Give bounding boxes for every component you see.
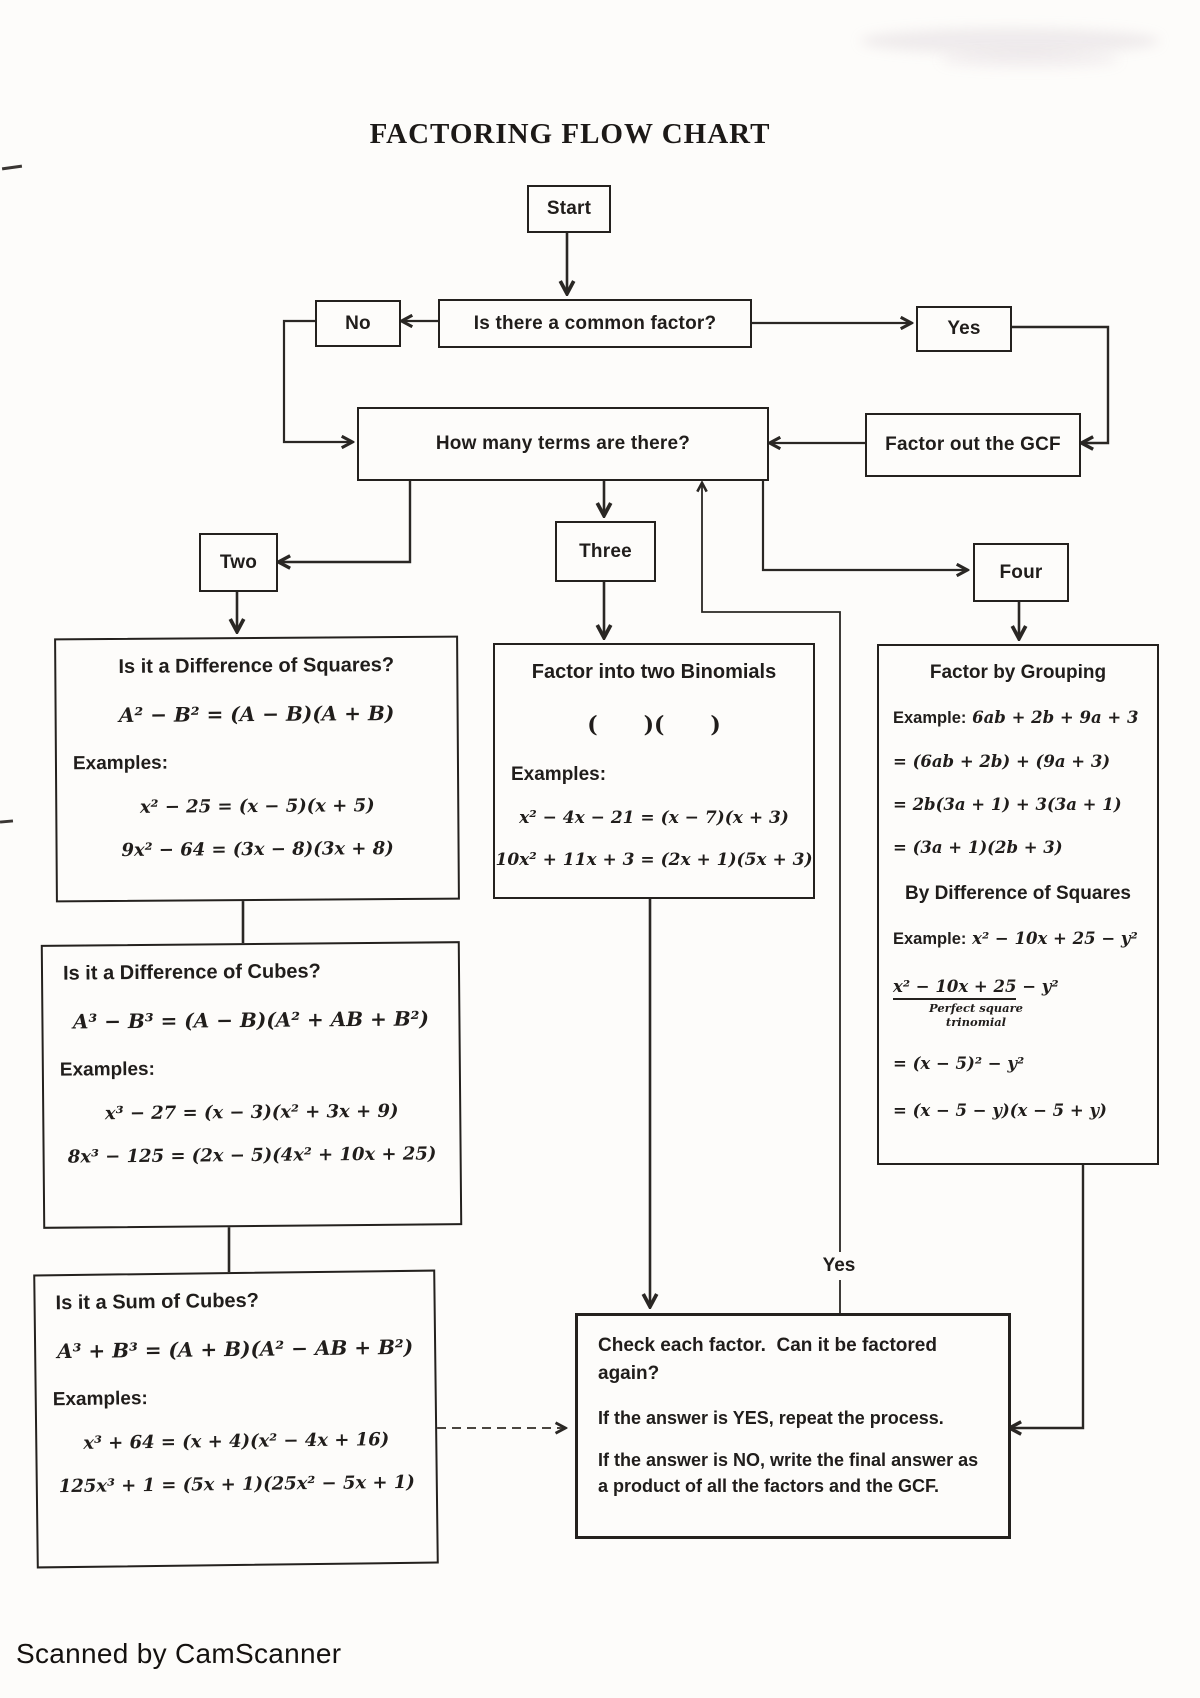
check-question: Check each factor. Can it be factored ag… xyxy=(598,1335,943,1384)
node-four: Four xyxy=(973,543,1069,602)
node-four-label: Four xyxy=(999,561,1043,583)
node-two-label: Two xyxy=(219,551,258,573)
sum-of-cubes-heading: Is it a Sum of Cubes? xyxy=(55,1289,260,1315)
example-line: 10x² + 11x + 3 = (2x + 1)(5x + 3) xyxy=(495,850,813,870)
example-line: 9x² − 64 = (3x − 8)(3x + 8) xyxy=(121,838,394,861)
node-how-many-terms: How many terms are there? xyxy=(357,407,769,481)
example-label: Example: xyxy=(893,930,967,948)
difference-of-cubes-box: Is it a Difference of Cubes? A³ − B³ = (… xyxy=(40,941,463,1229)
arrow-howmany-to-four xyxy=(761,477,966,570)
node-start-label: Start xyxy=(546,198,592,219)
grouping-step: = 2b(3a + 1) + 3(3a + 1) xyxy=(893,795,1122,814)
examples-label: Examples: xyxy=(52,1388,148,1411)
example-line: x³ + 64 = (x + 4)(x² − 4x + 16) xyxy=(83,1429,390,1454)
sum-of-cubes-formula: A³ + B³ = (A + B)(A² − AB + B²) xyxy=(57,1334,414,1364)
perfect-square-trinomial-note: Perfect square trinomial xyxy=(929,1001,1023,1030)
examples-label: Examples: xyxy=(59,1058,155,1081)
perfect-square-part: x² − 10x + 25 xyxy=(893,977,1017,1000)
node-no-label: No xyxy=(345,312,371,334)
example-expression: x² − 10x + 25 − y² xyxy=(972,929,1138,948)
arrow-yes-to-gcf xyxy=(1008,325,1110,443)
node-yes-label: Yes xyxy=(947,318,981,339)
two-binomials-heading: Factor into two Binomials xyxy=(531,661,777,683)
example-label: Example: xyxy=(893,709,967,727)
arrow-howmany-to-two xyxy=(280,477,412,562)
node-start: Start xyxy=(527,185,611,233)
page-title: FACTORING FLOW CHART xyxy=(369,118,771,150)
difference-of-cubes-heading: Is it a Difference of Cubes? xyxy=(62,960,321,985)
grouping-example-line: Example: x² − 10x + 25 − y² xyxy=(879,929,1157,949)
check-yes-instruction: If the answer is YES, repeat the process… xyxy=(598,1408,944,1429)
example-line: 125x³ + 1 = (5x + 1)(25x² − 5x + 1) xyxy=(58,1471,415,1498)
arrow-grouping-to-check xyxy=(1011,1161,1085,1428)
difference-of-squares-box: Is it a Difference of Squares? A² − B² =… xyxy=(54,635,460,903)
example-line: 8x³ − 125 = (2x − 5)(4x² + 10x + 25) xyxy=(67,1143,437,1168)
scan-smudge xyxy=(860,28,1160,54)
rest-part: − y² xyxy=(1016,977,1059,996)
node-three-label: Three xyxy=(579,540,632,562)
difference-of-squares-heading: Is it a Difference of Squares? xyxy=(118,654,395,678)
grouping-step: = (6ab + 2b) + (9a + 3) xyxy=(893,752,1111,771)
node-common-factor-label: Is there a common factor? xyxy=(473,312,717,334)
node-yes: Yes xyxy=(916,306,1012,352)
example-line: x² − 4x − 21 = (x − 7)(x + 3) xyxy=(519,808,789,828)
binomial-pattern: ( )( ) xyxy=(587,712,721,738)
check-each-factor-box: Check each factor. Can it be factored ag… xyxy=(575,1313,1011,1539)
by-difference-of-squares-subheading: By Difference of Squares xyxy=(905,883,1131,904)
grouping-step: = (x − 5 − y)(x − 5 + y) xyxy=(893,1100,1107,1120)
camscanner-footer: Scanned by CamScanner xyxy=(16,1638,342,1669)
node-two: Two xyxy=(199,533,278,592)
node-common-factor-question: Is there a common factor? xyxy=(438,299,752,348)
factor-by-grouping-heading: Factor by Grouping xyxy=(929,662,1107,683)
examples-label: Examples: xyxy=(72,752,169,775)
difference-of-squares-formula: A² − B² = (A − B)(A + B) xyxy=(118,701,395,727)
factor-by-grouping-box: Factor by Grouping Example: 6ab + 2b + 9… xyxy=(877,644,1159,1165)
node-factor-out-gcf-label: Factor out the GCF xyxy=(885,434,1061,455)
grouping-example-line: Example: 6ab + 2b + 9a + 3 xyxy=(879,708,1157,728)
sum-of-cubes-box: Is it a Sum of Cubes? A³ + B³ = (A + B)(… xyxy=(33,1269,439,1569)
node-how-many-terms-label: How many terms are there? xyxy=(435,433,691,454)
grouping-step: = (3a + 1)(2b + 3) xyxy=(893,838,1063,857)
difference-of-cubes-formula: A³ − B³ = (A − B)(A² + AB + B²) xyxy=(72,1006,430,1034)
check-no-instruction: If the answer is NO, write the final ans… xyxy=(598,1450,984,1497)
arrow-no-to-howmany xyxy=(282,319,351,442)
node-factor-out-gcf: Factor out the GCF xyxy=(865,413,1081,477)
scan-smudge xyxy=(940,52,1120,68)
grouping-step: = (x − 5)² − y² xyxy=(893,1053,1025,1073)
two-binomials-box: Factor into two Binomials ( )( ) Example… xyxy=(493,643,815,899)
node-three: Three xyxy=(555,521,656,582)
node-no: No xyxy=(315,300,401,347)
annotated-expression: x² − 10x + 25 − y² xyxy=(879,977,1157,1000)
example-line: x² − 25 = (x − 5)(x + 5) xyxy=(139,795,375,818)
example-line: x³ − 27 = (x − 3)(x² + 3x + 9) xyxy=(104,1100,399,1125)
example-expression: 6ab + 2b + 9a + 3 xyxy=(972,708,1139,727)
yes-loop-label: Yes xyxy=(814,1252,864,1280)
examples-label: Examples: xyxy=(511,764,607,785)
arrow-check-yes-loop-to-howmany xyxy=(702,484,841,1313)
